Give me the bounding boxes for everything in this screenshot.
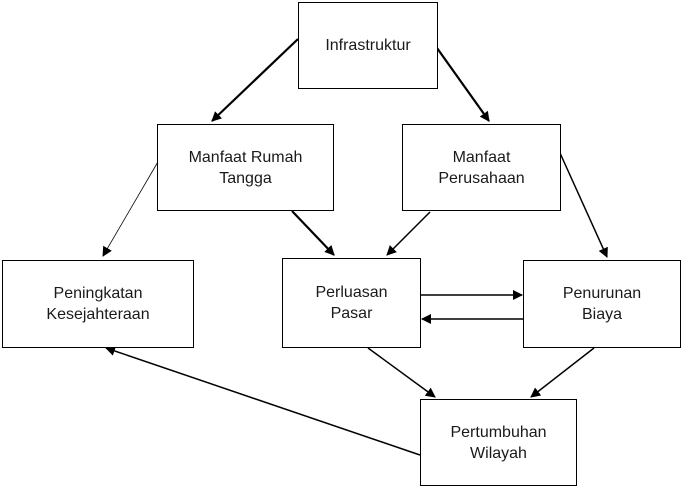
- arrow-manfaat-perusahaan-to-perluasan-pasar: [386, 211, 431, 256]
- node-pertumbuhan-wilayah: Pertumbuhan Wilayah: [420, 399, 577, 486]
- arrow-infrastruktur-to-manfaat-rumah-tangga: [211, 38, 299, 122]
- node-peningkatan-kesejahteraan: Peningkatan Kesejahteraan: [2, 260, 194, 348]
- arrow-pertumbuhan-wilayah-to-peningkatan-kesejahteraan: [105, 346, 421, 456]
- node-peningkatan-kesejahteraan-label: Peningkatan Kesejahteraan: [46, 285, 150, 323]
- arrow-manfaat-rumah-tangga-to-peningkatan-kesejahteraan: [102, 159, 160, 257]
- edges-layer: [102, 38, 608, 456]
- node-perluasan-pasar-label: Perluasan Pasar: [315, 284, 388, 322]
- node-perluasan-pasar: Perluasan Pasar: [282, 258, 421, 348]
- node-manfaat-perusahaan: Manfaat Perusahaan: [402, 124, 561, 211]
- node-penurunan-biaya-label: Penurunan Biaya: [562, 285, 642, 323]
- node-penurunan-biaya: Penurunan Biaya: [523, 260, 681, 348]
- node-pertumbuhan-wilayah-label: Pertumbuhan Wilayah: [450, 423, 547, 462]
- node-infrastruktur: Infrastruktur: [298, 2, 438, 89]
- node-manfaat-perusahaan-label: Manfaat Perusahaan: [438, 148, 525, 187]
- node-manfaat-rumah-tangga-label: Manfaat Rumah Tangga: [188, 148, 303, 187]
- arrow-manfaat-perusahaan-to-penurunan-biaya: [559, 152, 608, 258]
- arrow-perluasan-pasar-to-pertumbuhan-wilayah: [367, 347, 436, 398]
- node-manfaat-rumah-tangga: Manfaat Rumah Tangga: [157, 124, 334, 211]
- node-infrastruktur-label: Infrastruktur: [325, 37, 411, 54]
- arrow-penurunan-biaya-to-pertumbuhan-wilayah: [530, 347, 595, 398]
- arrow-infrastruktur-to-manfaat-perusahaan: [436, 47, 490, 122]
- arrow-manfaat-rumah-tangga-to-perluasan-pasar: [291, 210, 335, 256]
